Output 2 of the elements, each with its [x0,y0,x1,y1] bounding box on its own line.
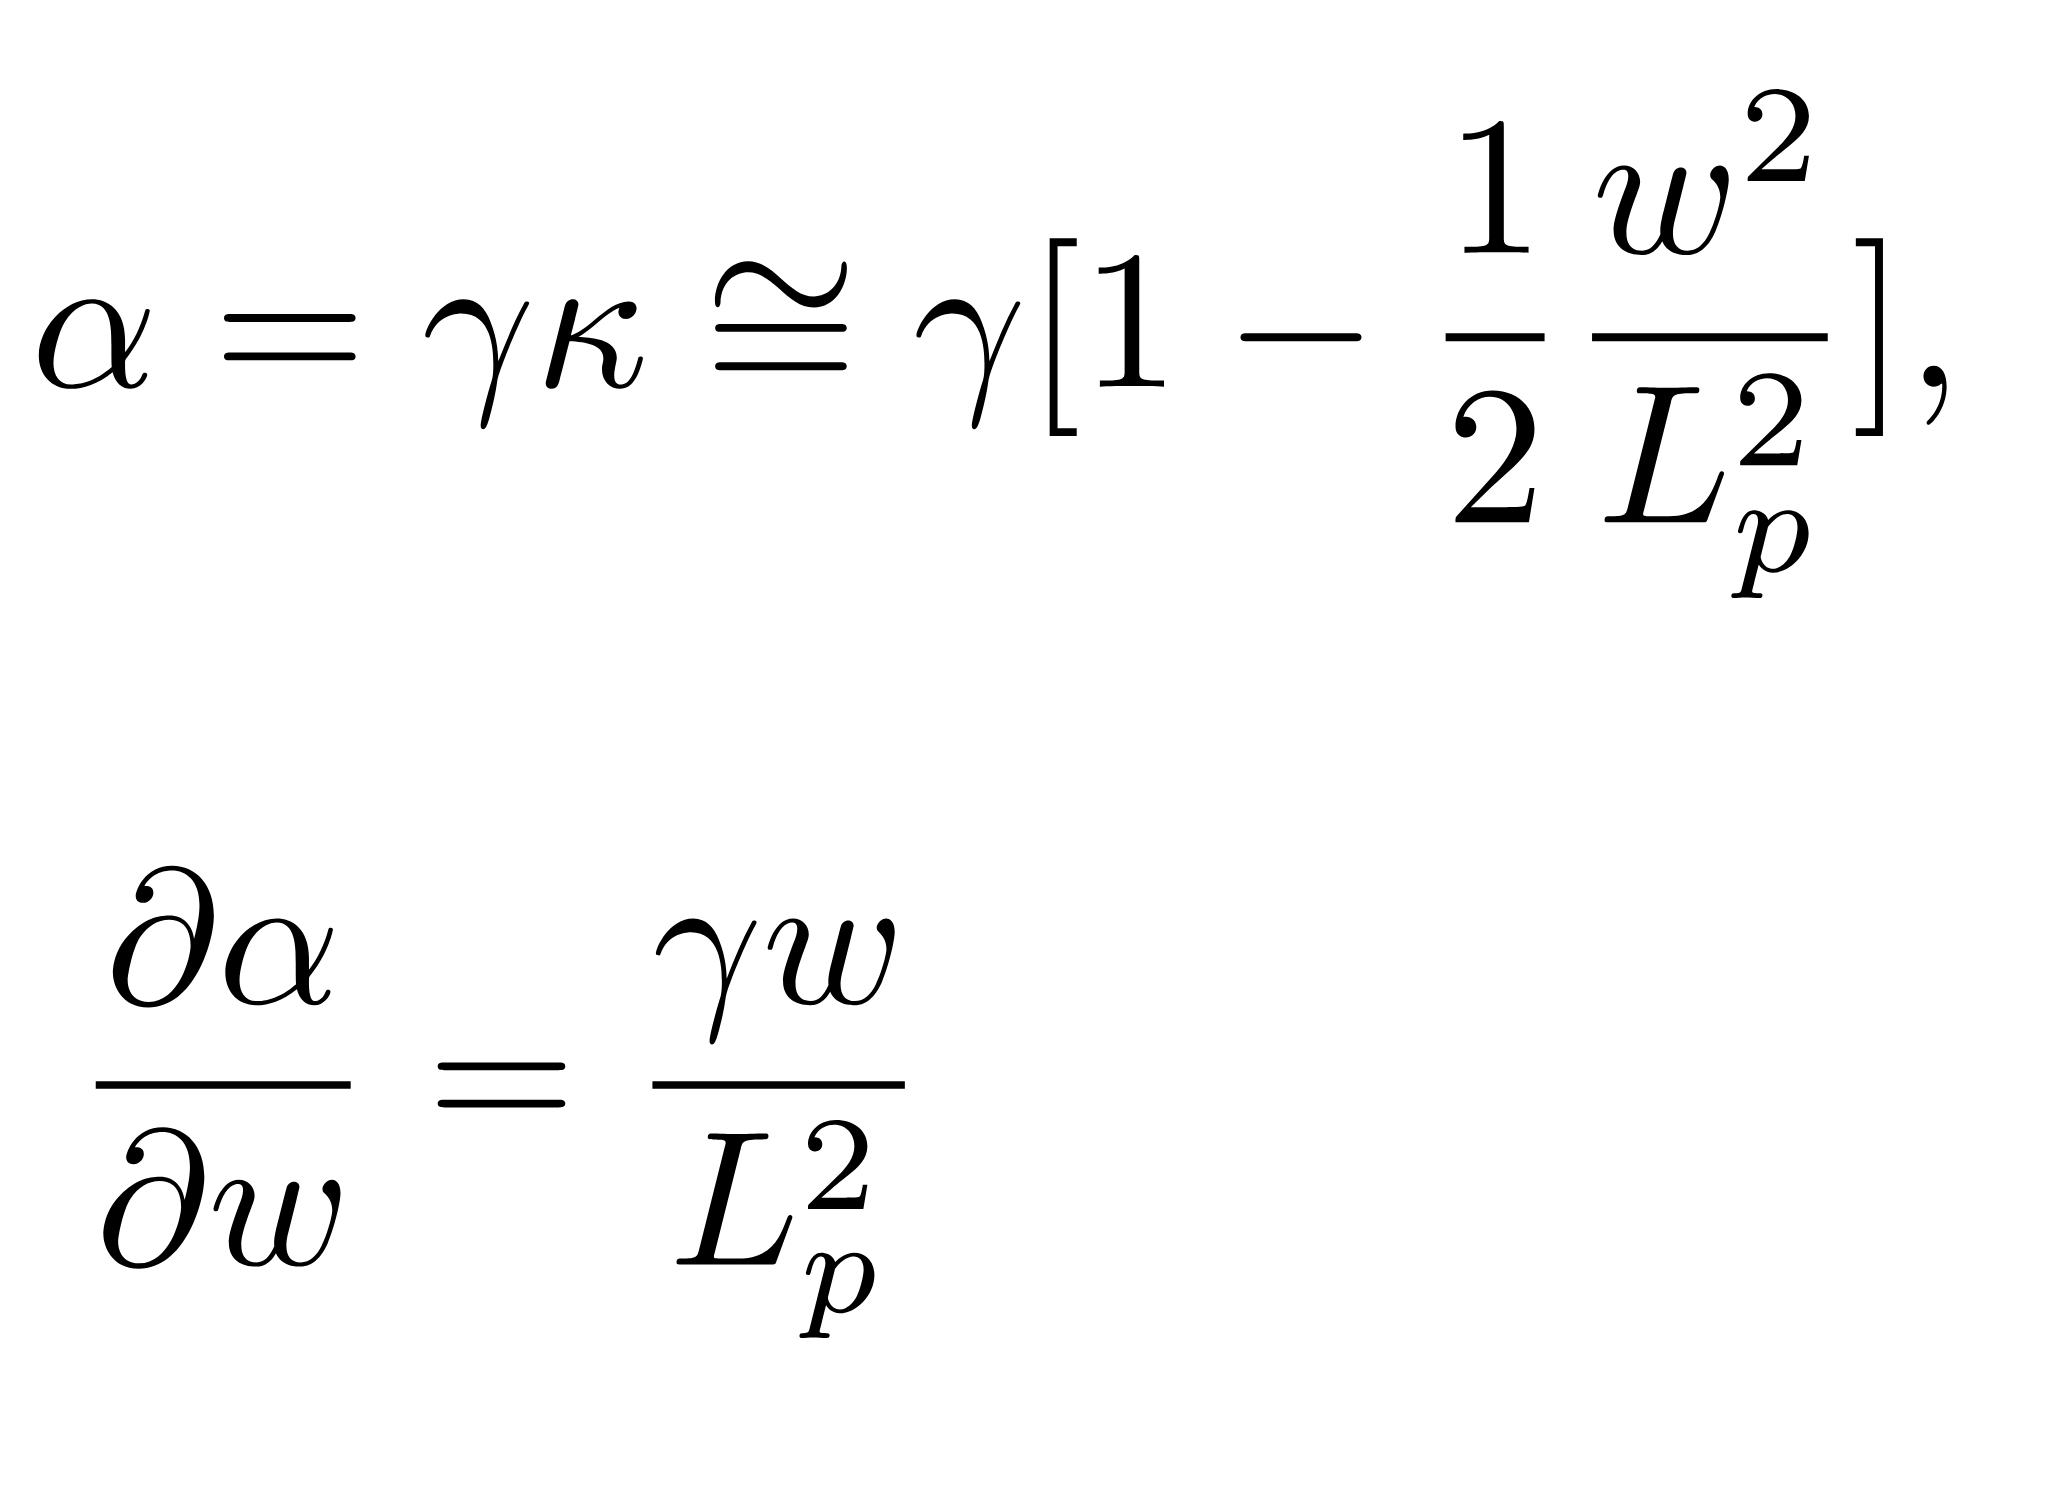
formula: $\alpha = \gamma\kappa \cong \gamma[1 - \frac{1}{2}\frac{w^{2}}{L_{p}^{2}}],$ [38,89,1947,599]
formula: $\frac{\partial\alpha}{\partial w} = \frac{\gamma w}{L_{p}^{2}}$ [95,865,905,1338]
